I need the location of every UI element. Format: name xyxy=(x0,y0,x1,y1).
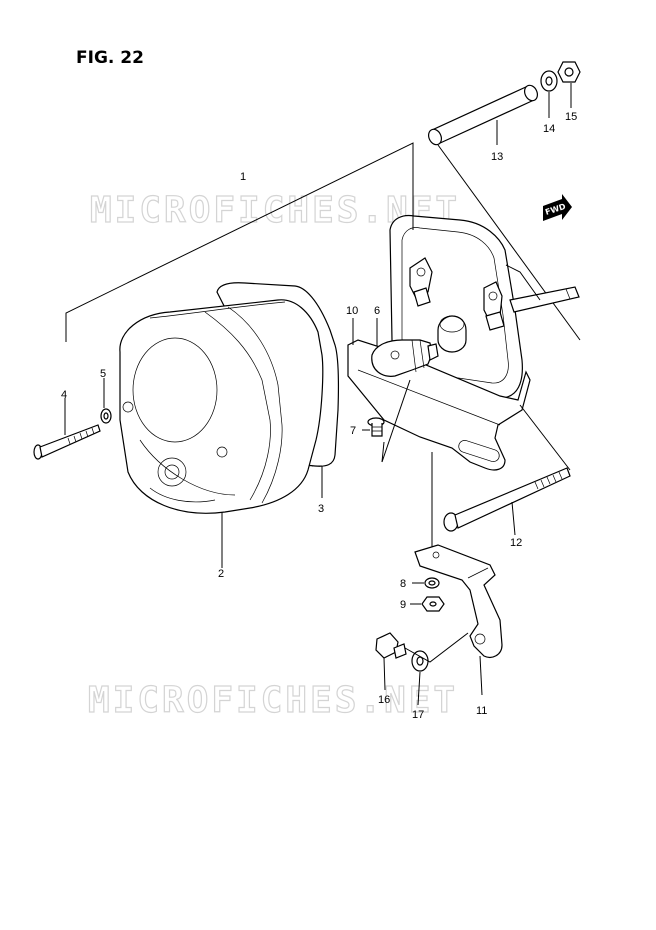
part-9-nut xyxy=(421,596,445,612)
callout-8: 8 xyxy=(400,578,406,590)
callout-4: 4 xyxy=(61,389,67,401)
callout-6: 6 xyxy=(374,305,380,317)
part-5-washer xyxy=(100,408,112,424)
part-12-bolt xyxy=(443,467,571,532)
watermark-bottom: MICROFICHES.NET xyxy=(88,680,458,721)
callout-9: 9 xyxy=(400,599,406,611)
callout-14: 14 xyxy=(543,123,555,135)
leader-tube-align xyxy=(437,144,581,341)
part-4-screw xyxy=(33,424,101,460)
part-16-bolt xyxy=(375,632,407,659)
part-17-washer xyxy=(411,650,429,672)
leader-16 xyxy=(383,657,386,691)
callout-12: 12 xyxy=(510,537,522,549)
callout-2: 2 xyxy=(218,568,224,580)
part-2-lens xyxy=(119,299,324,514)
figure-title: FIG. 22 xyxy=(76,48,144,68)
callout-13: 13 xyxy=(491,151,503,163)
part-8-washer xyxy=(424,577,440,589)
callout-3: 3 xyxy=(318,503,324,515)
part-11-lower-bracket xyxy=(414,544,503,658)
callout-1: 1 xyxy=(240,171,246,183)
callout-15: 15 xyxy=(565,111,577,123)
fwd-direction-badge: FWD xyxy=(543,194,572,221)
leader-17 xyxy=(417,671,421,706)
callout-16: 16 xyxy=(378,694,390,706)
leader-1 xyxy=(65,142,414,342)
part-14-washer xyxy=(540,70,558,92)
callout-7: 7 xyxy=(350,425,356,437)
part-6-bulb xyxy=(371,339,439,377)
part-7-screw xyxy=(367,417,385,437)
callout-5: 5 xyxy=(100,368,106,380)
leader-12 xyxy=(511,501,516,536)
part-15-nut xyxy=(557,61,581,83)
part-13-spacer xyxy=(427,84,539,146)
callout-17: 17 xyxy=(412,709,424,721)
callout-11: 11 xyxy=(476,705,487,717)
leader-11 xyxy=(479,655,483,696)
callout-10: 10 xyxy=(346,305,358,317)
